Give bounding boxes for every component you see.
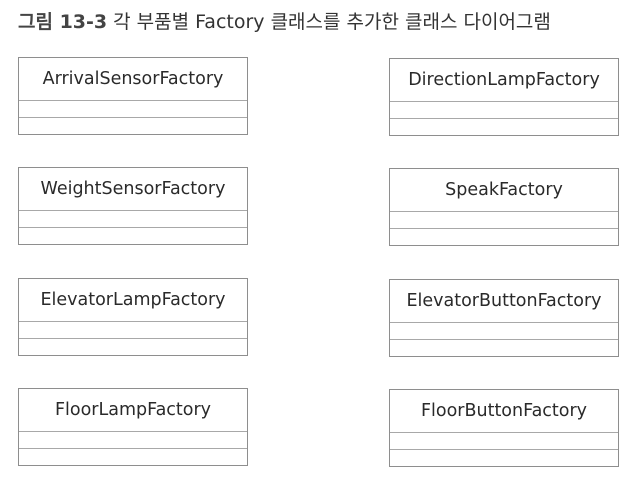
class-operations-compartment xyxy=(19,449,247,465)
class-attributes-compartment xyxy=(19,211,247,228)
class-name: ElevatorButtonFactory xyxy=(390,280,618,323)
class-operations-compartment xyxy=(19,339,247,355)
figure-number: 그림 13-3 xyxy=(18,11,108,33)
class-name: ArrivalSensorFactory xyxy=(19,58,247,101)
figure-caption-text: 각 부품별 Factory 클래스를 추가한 클래스 다이어그램 xyxy=(113,11,551,33)
class-name: FloorButtonFactory xyxy=(390,390,618,433)
class-attributes-compartment xyxy=(390,323,618,340)
class-box-speak-factory: SpeakFactory xyxy=(389,168,619,246)
class-box-weight-sensor-factory: WeightSensorFactory xyxy=(18,167,248,245)
class-attributes-compartment xyxy=(19,101,247,118)
class-attributes-compartment xyxy=(390,102,618,119)
class-operations-compartment xyxy=(390,340,618,356)
class-box-floor-lamp-factory: FloorLampFactory xyxy=(18,388,248,466)
class-name: SpeakFactory xyxy=(390,169,618,212)
class-box-arrival-sensor-factory: ArrivalSensorFactory xyxy=(18,57,248,135)
class-attributes-compartment xyxy=(390,212,618,229)
class-name: FloorLampFactory xyxy=(19,389,247,432)
class-attributes-compartment xyxy=(19,322,247,339)
class-operations-compartment xyxy=(19,118,247,134)
class-attributes-compartment xyxy=(390,433,618,450)
class-box-elevator-lamp-factory: ElevatorLampFactory xyxy=(18,278,248,356)
class-box-floor-button-factory: FloorButtonFactory xyxy=(389,389,619,467)
class-name: DirectionLampFactory xyxy=(390,59,618,102)
class-name: ElevatorLampFactory xyxy=(19,279,247,322)
class-operations-compartment xyxy=(390,229,618,245)
class-box-direction-lamp-factory: DirectionLampFactory xyxy=(389,58,619,136)
class-operations-compartment xyxy=(19,228,247,244)
class-box-elevator-button-factory: ElevatorButtonFactory xyxy=(389,279,619,357)
class-operations-compartment xyxy=(390,450,618,466)
class-attributes-compartment xyxy=(19,432,247,449)
class-operations-compartment xyxy=(390,119,618,135)
class-name: WeightSensorFactory xyxy=(19,168,247,211)
